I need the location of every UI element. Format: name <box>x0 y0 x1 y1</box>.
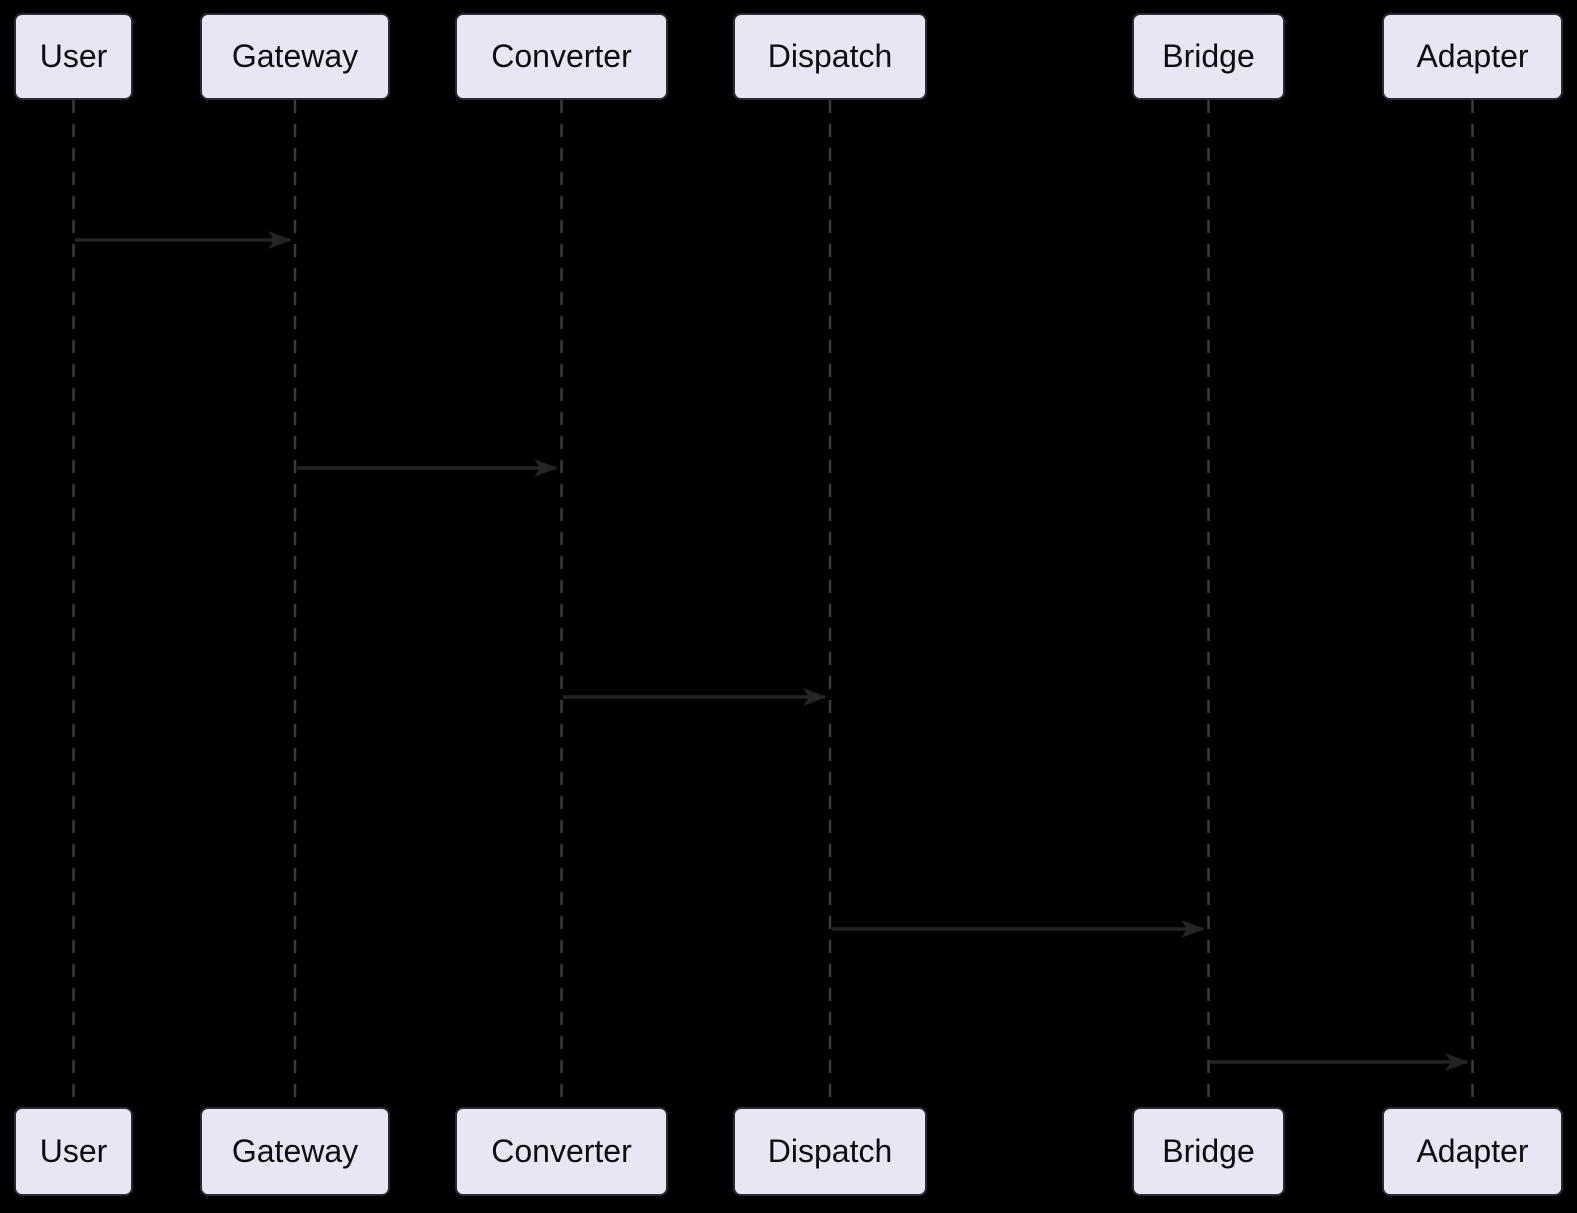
actor-bottom-adapter: Adapter <box>1382 1107 1563 1196</box>
actor-bottom-gateway: Gateway <box>200 1107 390 1196</box>
actor-bottom-user: User <box>14 1107 133 1196</box>
actor-top-converter: Converter <box>455 13 668 100</box>
actor-bottom-dispatch: Dispatch <box>733 1107 927 1196</box>
actor-bottom-converter: Converter <box>455 1107 668 1196</box>
actor-top-adapter: Adapter <box>1382 13 1563 100</box>
actor-top-dispatch: Dispatch <box>733 13 927 100</box>
actor-top-gateway: Gateway <box>200 13 390 100</box>
actor-top-user: User <box>14 13 133 100</box>
actor-bottom-bridge: Bridge <box>1132 1107 1285 1196</box>
actor-top-bridge: Bridge <box>1132 13 1285 100</box>
